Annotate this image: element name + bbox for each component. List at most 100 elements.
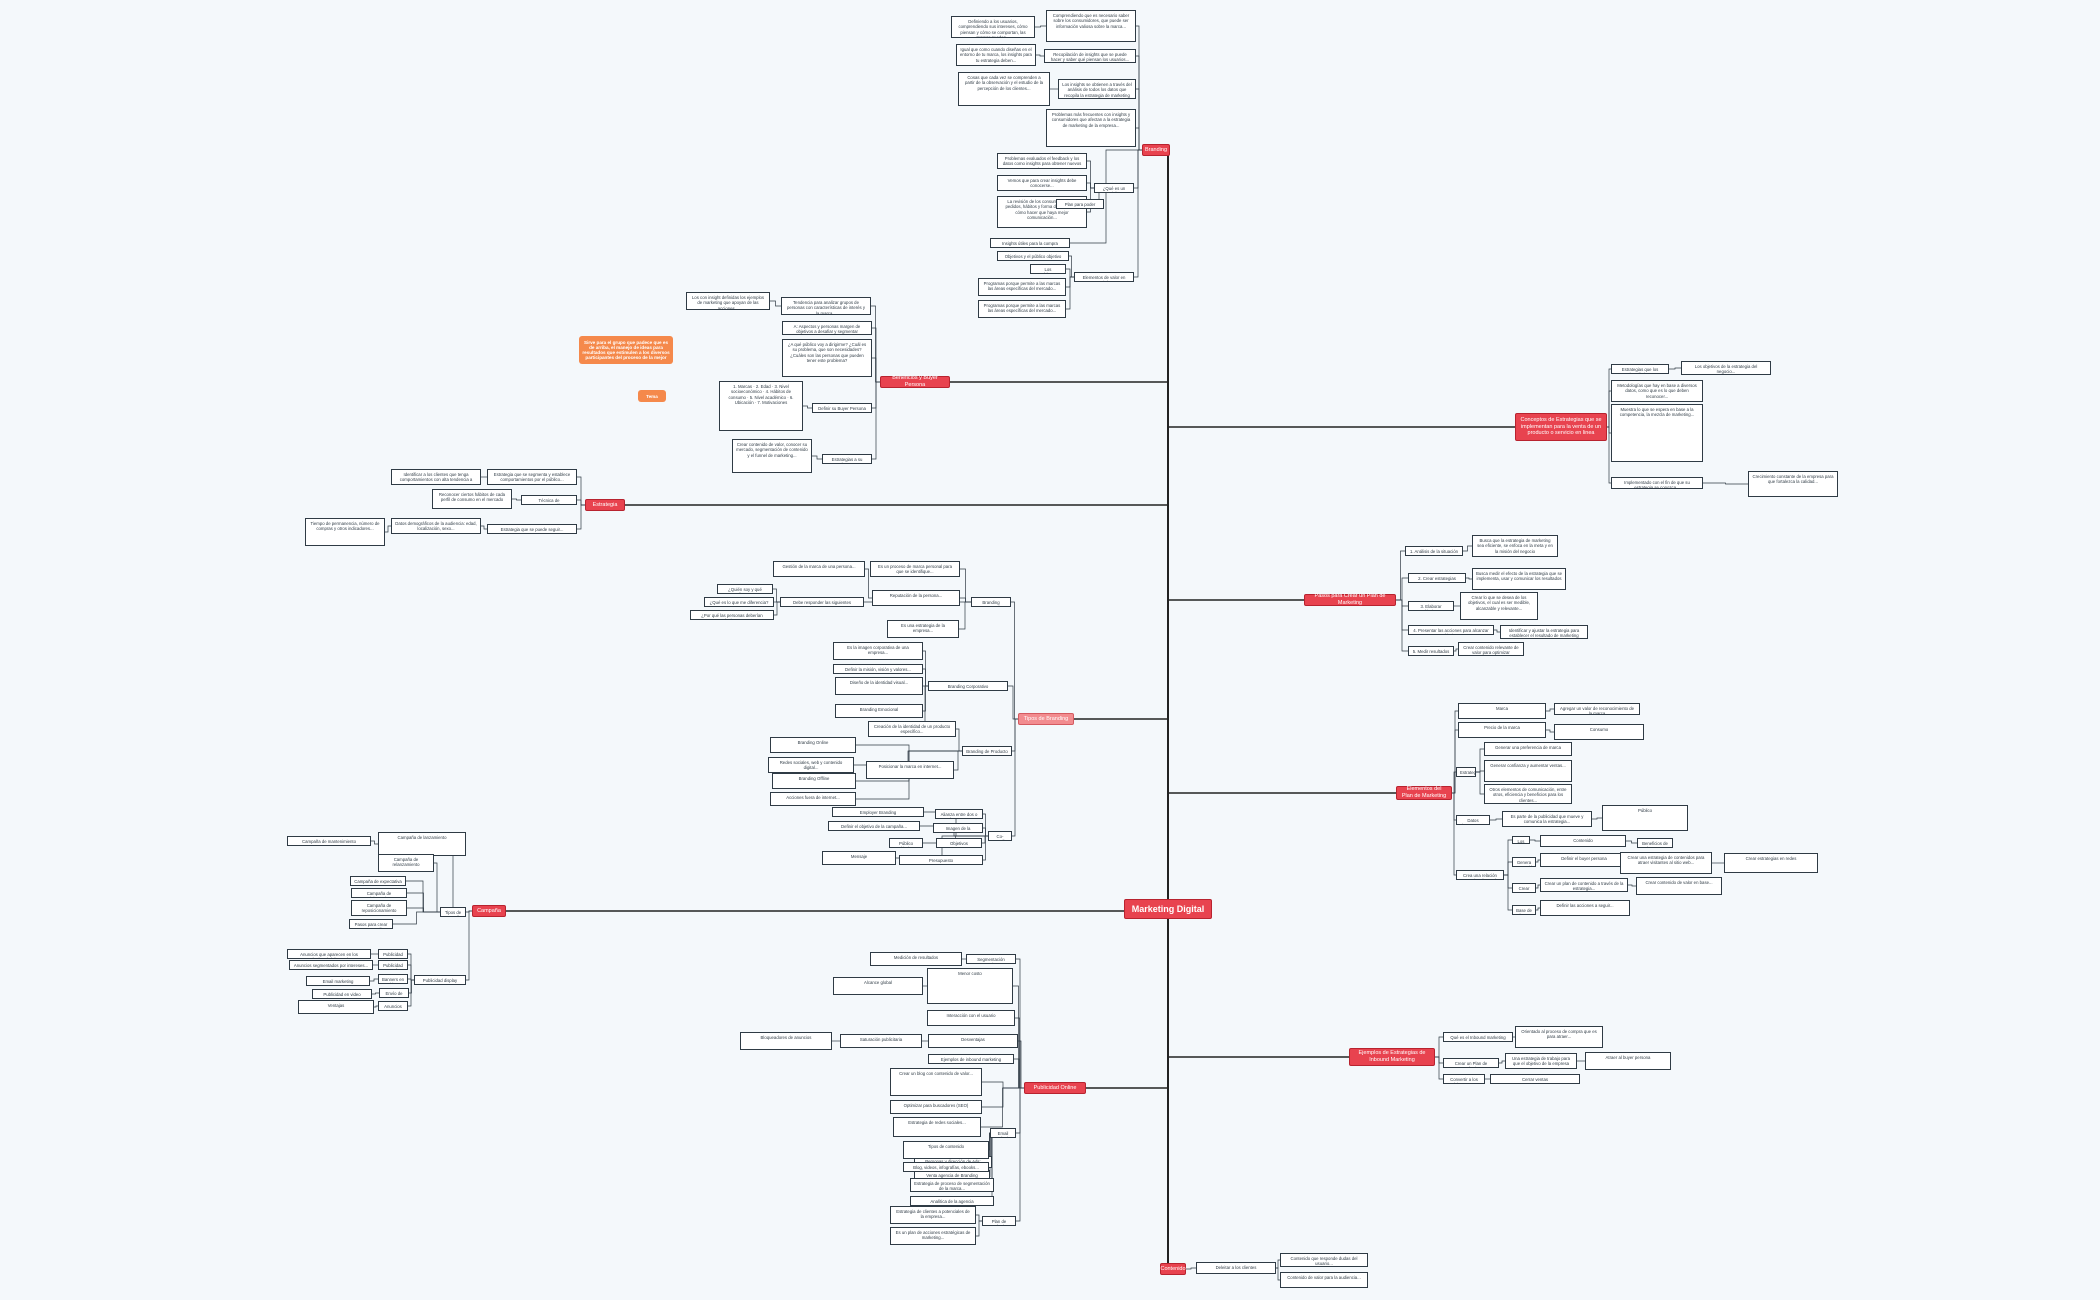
- topic-node[interactable]: Envío de correos a una base de datos...: [379, 988, 409, 998]
- topic-node[interactable]: Generar confianza y aumentar ventas...: [1484, 760, 1572, 782]
- topic-node[interactable]: Tendencia para analizar grupos de person…: [781, 297, 871, 315]
- floating-topic-2[interactable]: Tema: [638, 390, 666, 402]
- topic-node[interactable]: Branding Corporativo: [928, 681, 1008, 691]
- topic-node[interactable]: Metodologías que hay en base a diversos …: [1611, 380, 1703, 402]
- topic-node[interactable]: Problemas más frecuentes con insights y …: [1046, 109, 1136, 147]
- topic-node[interactable]: Campaña de relanzamiento: [378, 854, 434, 872]
- topic-node[interactable]: Optimizar para buscadores (SEO): [890, 1100, 982, 1114]
- topic-node[interactable]: Atraer al buyer persona: [1585, 1052, 1671, 1070]
- topic-node[interactable]: Blog, videos, infografías, ebooks...: [903, 1162, 989, 1172]
- topic-node[interactable]: Estrategia que se puede seguir...: [487, 524, 577, 534]
- topic-node[interactable]: Los objetivos de la estrategia del negoc…: [1681, 361, 1771, 375]
- topic-node[interactable]: Muestra lo que se espera en base a la co…: [1611, 404, 1703, 462]
- topic-node[interactable]: Campaña de posicionamiento: [351, 888, 407, 898]
- topic-node[interactable]: Otros elementos de comunicación, entre o…: [1484, 784, 1572, 804]
- topic-node[interactable]: Tiempo de permanencia, número de compras…: [305, 518, 385, 546]
- topic-node[interactable]: Segmentación precisa: [966, 954, 1016, 964]
- branch-estrategia[interactable]: Estrategia: [585, 499, 625, 511]
- topic-node[interactable]: Cosas que cada vez se comprenden a parti…: [958, 72, 1050, 106]
- topic-node[interactable]: Banners en sitios web...: [378, 974, 408, 984]
- topic-node[interactable]: Agregar un valor de reconocimiento de la…: [1554, 703, 1640, 715]
- topic-node[interactable]: Es una estrategia de la empresa...: [887, 620, 959, 638]
- topic-node[interactable]: Estrategias que los negocios eliminan pa…: [1611, 364, 1669, 374]
- topic-node[interactable]: Consumo: [1554, 724, 1644, 740]
- branch-contenido[interactable]: Contenido: [1160, 1263, 1186, 1275]
- topic-node[interactable]: Definiendo a los usuarios, comprendiendo…: [951, 16, 1035, 38]
- topic-node[interactable]: Precio de la marca: [1458, 722, 1546, 738]
- topic-node[interactable]: Recopilación de insights que se puede ha…: [1044, 49, 1136, 63]
- topic-node[interactable]: Ejemplos de inbound marketing: [928, 1054, 1014, 1064]
- topic-node[interactable]: Convertir a los visitantes en leads...: [1443, 1074, 1485, 1084]
- topic-node[interactable]: Es un proceso de marca personal para que…: [870, 561, 960, 577]
- root-node-marketing-digital[interactable]: Marketing Digital: [1124, 899, 1212, 919]
- topic-node[interactable]: Crecimiento constante de la empresa para…: [1748, 471, 1838, 497]
- topic-node[interactable]: Estrategia: [1456, 767, 1476, 777]
- topic-node[interactable]: Desventajas: [928, 1034, 1018, 1048]
- topic-node[interactable]: Anuncios en plataformas de video...: [378, 1001, 408, 1011]
- topic-node[interactable]: Base de datos, campañas, email marketing…: [1512, 905, 1536, 915]
- topic-node[interactable]: 4. Presentar las acciones para alcanzar …: [1408, 625, 1494, 635]
- topic-node[interactable]: Crear contenido de valor en base...: [1636, 877, 1722, 895]
- topic-node[interactable]: Programas porque permite a las marcas la…: [978, 278, 1066, 296]
- topic-node[interactable]: Posicionar la marca en internet...: [866, 761, 954, 779]
- topic-node[interactable]: Crear un blog con contenido de valor...: [890, 1068, 982, 1096]
- topic-node[interactable]: Branding Offline: [772, 773, 856, 789]
- topic-node[interactable]: ¿A qué público voy a dirigirme? ¿Cuál es…: [782, 339, 872, 377]
- topic-node[interactable]: ¿Por qué las personas deberían elegirme?: [690, 610, 774, 620]
- topic-node[interactable]: Co-Branding: [988, 831, 1012, 841]
- topic-node[interactable]: Publicidad display: [414, 975, 466, 985]
- topic-node[interactable]: Es un plan de acciones estratégicas de m…: [890, 1227, 976, 1245]
- topic-node[interactable]: Definir el objetivo de la campaña...: [828, 821, 920, 831]
- branch-elementos-del-plan-de-marketing[interactable]: Elementos del Plan de Marketing: [1396, 786, 1452, 800]
- branch-campa-a[interactable]: Campaña: [472, 905, 506, 917]
- topic-node[interactable]: Campaña de reposicionamiento: [351, 900, 407, 916]
- topic-node[interactable]: Branding Emocional: [835, 704, 923, 718]
- topic-node[interactable]: Marca: [1458, 703, 1546, 719]
- topic-node[interactable]: Estrategias a su buyer: [822, 454, 872, 464]
- topic-node[interactable]: Los atributos llegan al consumidor para …: [1512, 836, 1530, 844]
- topic-node[interactable]: Anuncios segmentados por intereses...: [289, 960, 373, 970]
- topic-node[interactable]: Campaña de mantenimiento: [287, 836, 371, 846]
- topic-node[interactable]: Técnica de segmentación: [521, 495, 577, 505]
- topic-node[interactable]: Presupuesto: [899, 855, 983, 865]
- topic-node[interactable]: Identificar a los clientes que tenga com…: [391, 469, 481, 485]
- topic-node[interactable]: Branding Online: [770, 737, 856, 753]
- topic-node[interactable]: Campaña de expectativa: [350, 876, 406, 886]
- topic-node[interactable]: Qué es el Inbound marketing: [1443, 1032, 1513, 1042]
- topic-node[interactable]: Menor costo: [927, 968, 1013, 1004]
- topic-node[interactable]: A: Aspectos y personas margen de objetiv…: [782, 321, 872, 335]
- topic-node[interactable]: 1. Análisis de la situación: [1405, 546, 1463, 556]
- topic-node[interactable]: Medición de resultados: [870, 952, 962, 966]
- topic-node[interactable]: Problemas evaluados el feedback y los da…: [997, 153, 1087, 169]
- topic-node[interactable]: Crear un Plan de Marketing: [1443, 1058, 1499, 1068]
- branch-branding[interactable]: Branding: [1142, 144, 1170, 156]
- topic-node[interactable]: Definir las acciones a seguir...: [1540, 900, 1630, 916]
- topic-node[interactable]: Estrategia de proceso de segmentación de…: [910, 1178, 994, 1192]
- topic-node[interactable]: Email marketing automatizado...: [990, 1128, 1016, 1138]
- topic-node[interactable]: Datos importantes: [1456, 815, 1490, 825]
- topic-node[interactable]: Debe responder las siguientes preguntas: [780, 597, 864, 607]
- topic-node[interactable]: Definir su Buyer Persona: [812, 403, 872, 413]
- topic-node[interactable]: Definir el buyer persona: [1540, 853, 1628, 867]
- topic-node[interactable]: ¿Quién soy y qué ofrezco?: [717, 584, 773, 594]
- branch-ejemplos-de-estrategias-de-inbound-marke[interactable]: Ejemplos de Estrategias de Inbound Marke…: [1349, 1048, 1435, 1066]
- topic-node[interactable]: Contenido de valor para la audiencia...: [1280, 1272, 1368, 1288]
- topic-node[interactable]: Tipos de campaña: [440, 907, 466, 917]
- topic-node[interactable]: Público: [1602, 805, 1688, 831]
- topic-node[interactable]: Identificar y ajustar la estrategia para…: [1500, 625, 1588, 639]
- topic-node[interactable]: La revisión de los consumidores sus pedi…: [997, 196, 1087, 228]
- topic-node[interactable]: Ventajas: [298, 1000, 374, 1014]
- topic-node[interactable]: Alianza entre dos o más marcas...: [935, 809, 983, 819]
- topic-node[interactable]: Programas porque permite a las marcas la…: [978, 300, 1066, 318]
- topic-node[interactable]: Cerrar ventas: [1490, 1074, 1580, 1084]
- topic-node[interactable]: Los insights se obtienen a través del an…: [1058, 79, 1136, 99]
- topic-node[interactable]: Los problemas: [1030, 264, 1066, 274]
- topic-node[interactable]: Genera contenido de valor para la marca.…: [1512, 857, 1536, 867]
- topic-node[interactable]: Busca medir el efecto de la estrategia q…: [1472, 568, 1566, 590]
- topic-node[interactable]: Publicidad en buscadores: [378, 949, 408, 959]
- branch-beneficios-y-buyer-persona[interactable]: Beneficios y Buyer Persona: [880, 375, 950, 388]
- topic-node[interactable]: ¿Qué es un Insight?: [1094, 183, 1134, 193]
- topic-node[interactable]: Crear un plan de contenido a través de l…: [1540, 878, 1628, 892]
- topic-node[interactable]: Publicidad en video: [312, 989, 372, 999]
